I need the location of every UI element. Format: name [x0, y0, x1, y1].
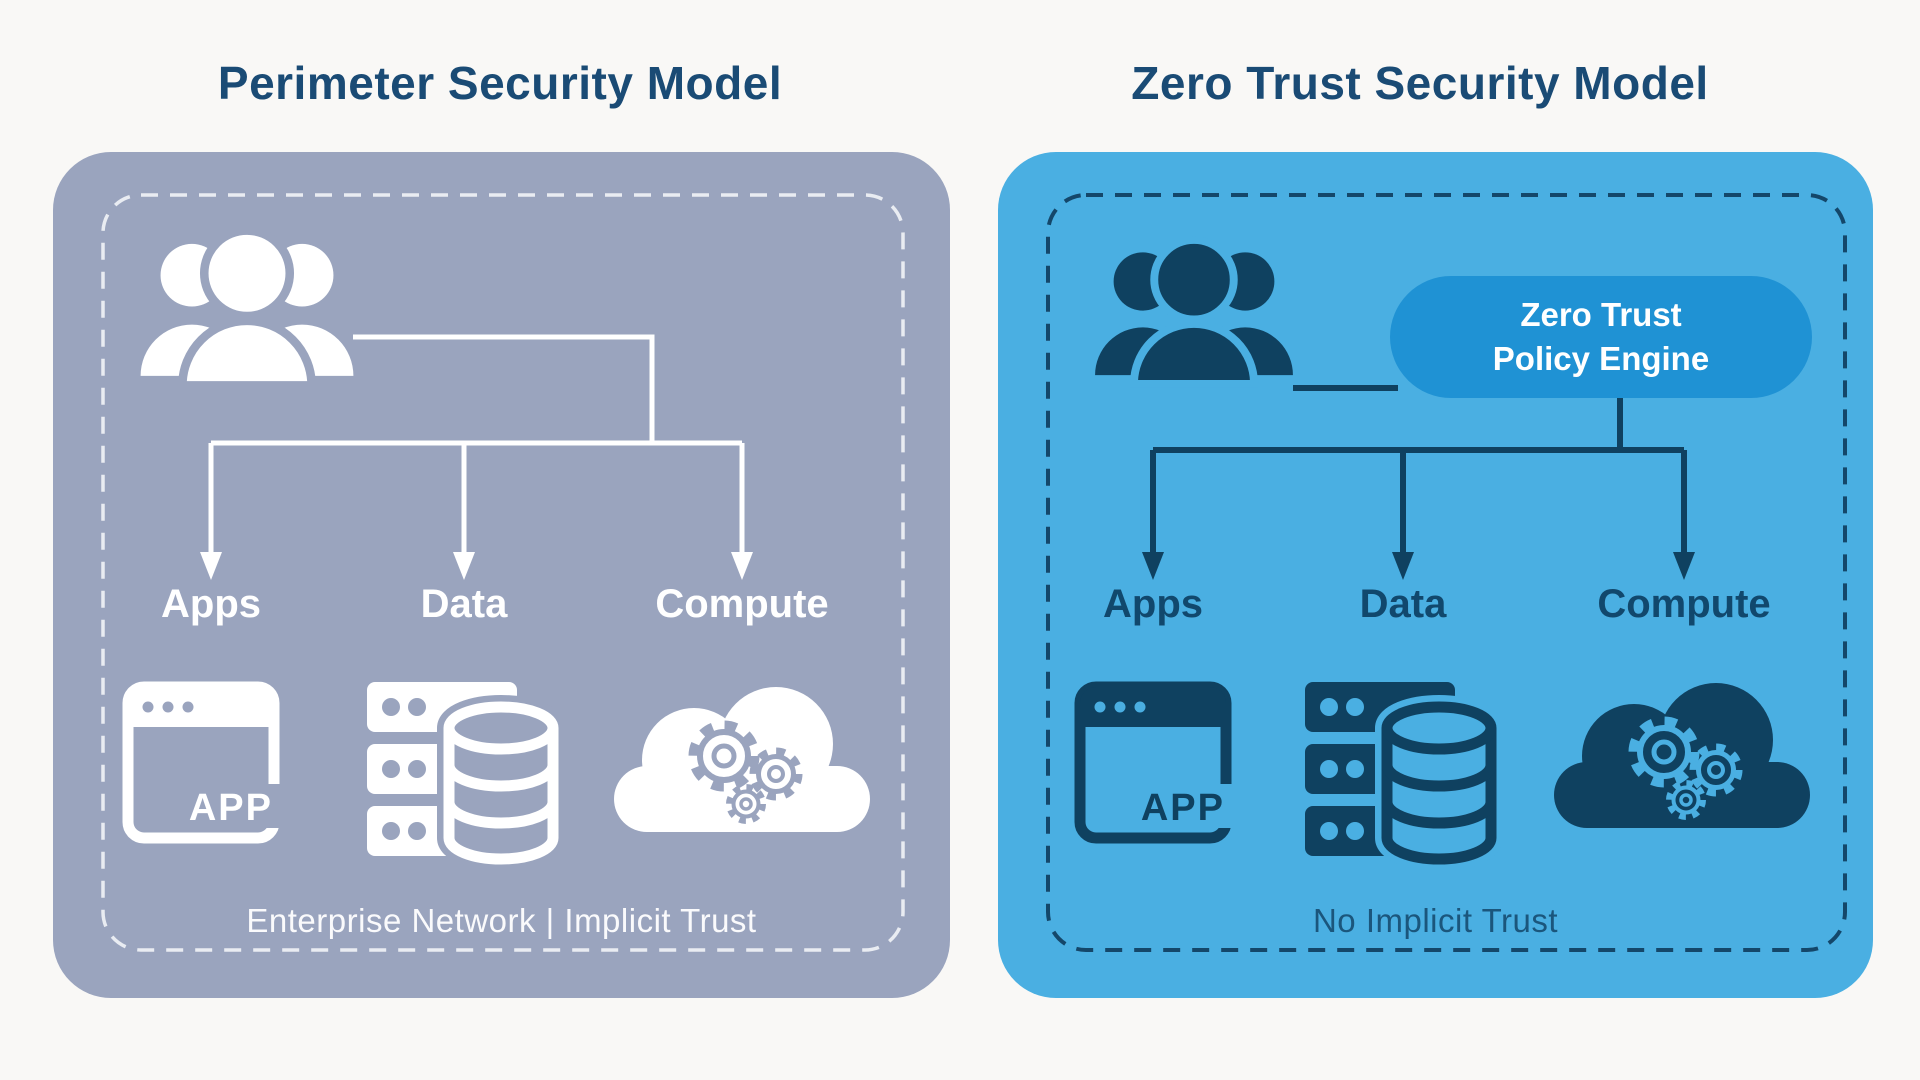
perimeter-title: Perimeter Security Model: [217, 57, 783, 109]
flow-lines: [1150, 385, 1687, 556]
node-label-data: Data: [420, 582, 508, 626]
perimeter-caption: Enterprise Network | Implicit Trust: [246, 902, 757, 939]
node-label-compute: Compute: [655, 582, 829, 626]
zero-trust-title: Zero Trust Security Model: [1131, 57, 1709, 109]
users-group-icon: [140, 226, 354, 390]
zero-trust-policy-engine-pill: Zero Trust Policy Engine: [1390, 276, 1812, 398]
policy-engine-line1: Zero Trust: [1520, 296, 1682, 334]
server-database-icon: [1305, 682, 1501, 870]
app-window-icon: APP: [122, 681, 281, 844]
cloud-gears-icon: [1554, 683, 1810, 828]
app-label: APP: [189, 787, 273, 829]
node-label-apps: Apps: [161, 582, 261, 626]
perimeter-panel: Apps Data Compute APP: [53, 152, 950, 998]
app-window-icon: APP: [1074, 681, 1233, 844]
users-group-icon: [1095, 235, 1293, 388]
server-database-icon: [367, 682, 563, 870]
node-label-apps: Apps: [1103, 582, 1203, 626]
cloud-gears-icon: [614, 687, 870, 832]
node-label-compute: Compute: [1597, 582, 1771, 626]
policy-engine-line2: Policy Engine: [1492, 340, 1710, 377]
arrowheads: [200, 552, 753, 580]
arrowheads: [1142, 552, 1695, 580]
zero-trust-caption: No Implicit Trust: [1312, 902, 1559, 939]
zero-trust-panel: Zero Trust Policy Engine Apps Data Compu…: [998, 152, 1873, 998]
app-label: APP: [1141, 787, 1225, 829]
node-label-data: Data: [1359, 582, 1447, 626]
